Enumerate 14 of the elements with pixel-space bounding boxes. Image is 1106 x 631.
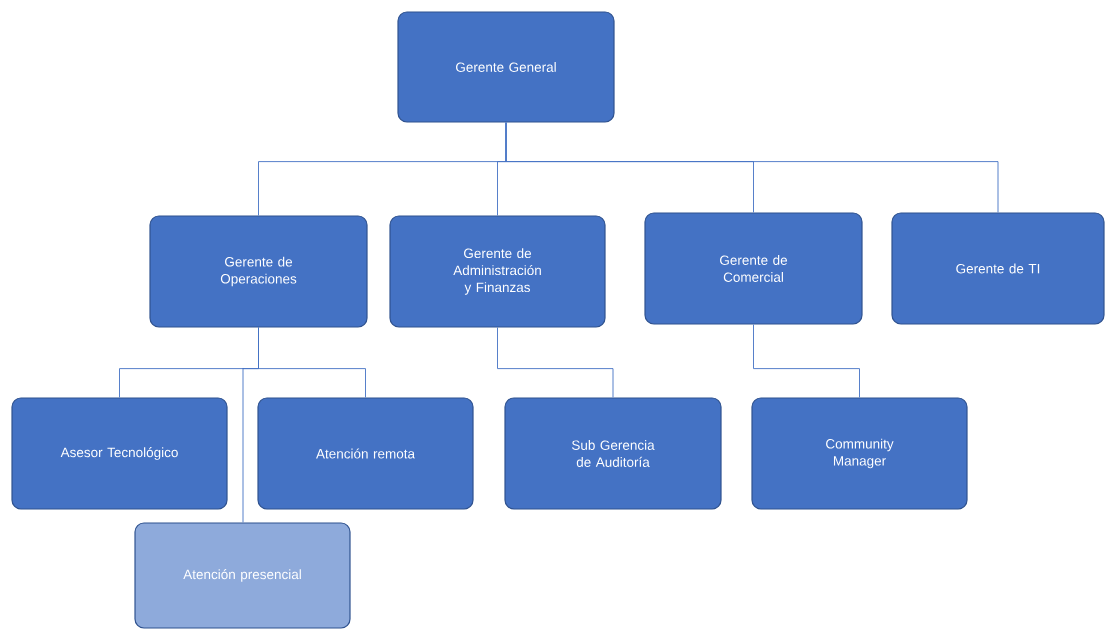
org-box: Atención presencial <box>134 522 351 629</box>
org-box: Sub Gerencia de Auditoría <box>504 397 722 510</box>
org-box: Atención remota <box>257 397 474 510</box>
org-box: Community Manager <box>751 397 968 510</box>
org-box: Gerente de TI <box>891 212 1105 325</box>
connector-line <box>242 327 259 523</box>
org-box: Gerente de Operaciones <box>149 215 368 328</box>
org-box: Gerente de Comercial <box>644 212 863 325</box>
org-box: Gerente de Administración y Finanzas <box>389 215 606 328</box>
org-box: Asesor Tecnológico <box>11 397 228 510</box>
connector-line <box>753 324 860 398</box>
connector-line <box>497 327 614 398</box>
org-box: Gerente General <box>397 11 615 123</box>
connector-line <box>505 122 999 213</box>
